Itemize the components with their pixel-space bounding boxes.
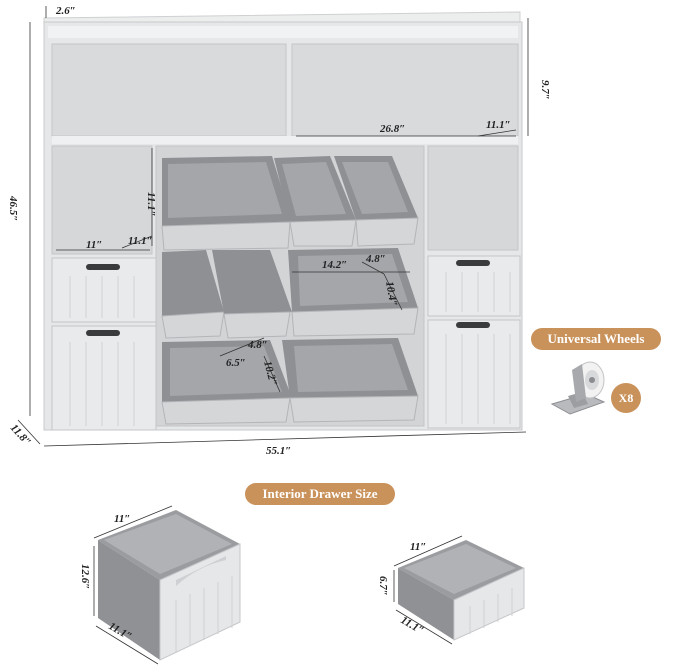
wheel-quantity: X8 xyxy=(619,391,634,405)
interior-drawer-size-badge: Interior Drawer Size xyxy=(245,483,395,505)
right-cubby xyxy=(427,145,519,251)
dim-bin-large-width: 14.2″ xyxy=(322,259,347,271)
dim-cubby-depth: 11.1″ xyxy=(128,235,153,247)
large-drawer-height: 12.6″ xyxy=(79,564,91,589)
caster-wheel-icon xyxy=(550,361,606,415)
bin[interactable] xyxy=(288,248,419,337)
dim-shelf-height: 9.7″ xyxy=(539,80,551,100)
storage-cabinet xyxy=(43,11,523,431)
dim-total-height: 46.5″ xyxy=(7,195,19,221)
left-drawer-bottom[interactable] xyxy=(51,325,157,431)
right-drawer-bottom[interactable] xyxy=(427,319,521,429)
universal-wheels-badge: Universal Wheels xyxy=(531,328,661,350)
left-cubby xyxy=(51,145,153,255)
small-drawer-width: 11″ xyxy=(410,541,426,553)
bin[interactable] xyxy=(334,156,419,247)
quantity-badge xyxy=(611,383,641,413)
dim-bin-small-depth: 4.8″ xyxy=(247,339,268,351)
bin[interactable] xyxy=(161,250,225,339)
bin[interactable] xyxy=(282,338,419,423)
large-drawer-illustration xyxy=(93,505,241,665)
top-shelf-left xyxy=(51,43,287,137)
dim-bin-large-height: 10.4″ xyxy=(383,280,399,307)
dim-total-width: 55.1″ xyxy=(266,445,291,457)
dim-shelf-width: 26.8″ xyxy=(379,123,405,135)
small-drawer-height: 6.7″ xyxy=(377,576,389,596)
right-drawer-top[interactable] xyxy=(427,255,521,317)
dim-cubby-width: 11″ xyxy=(86,239,102,251)
bin[interactable] xyxy=(161,340,292,425)
left-drawer-top[interactable] xyxy=(51,257,157,323)
bin[interactable] xyxy=(161,156,292,251)
large-drawer-width: 11″ xyxy=(114,513,130,525)
small-drawer-illustration xyxy=(393,535,525,645)
dim-shelf-depth: 11.1″ xyxy=(486,119,511,131)
bin[interactable] xyxy=(212,250,292,339)
top-shelf-right xyxy=(291,43,519,137)
dim-bin-large-depth: 4.8″ xyxy=(365,253,386,265)
dim-top-lip: 2.6″ xyxy=(55,5,76,17)
dim-cubby-height: 11.1″ xyxy=(145,192,157,217)
dimension-lines xyxy=(17,6,529,447)
dim-bin-small-width: 6.5″ xyxy=(226,357,246,369)
bin[interactable] xyxy=(274,156,357,247)
dim-total-depth: 11.8″ xyxy=(8,422,33,448)
